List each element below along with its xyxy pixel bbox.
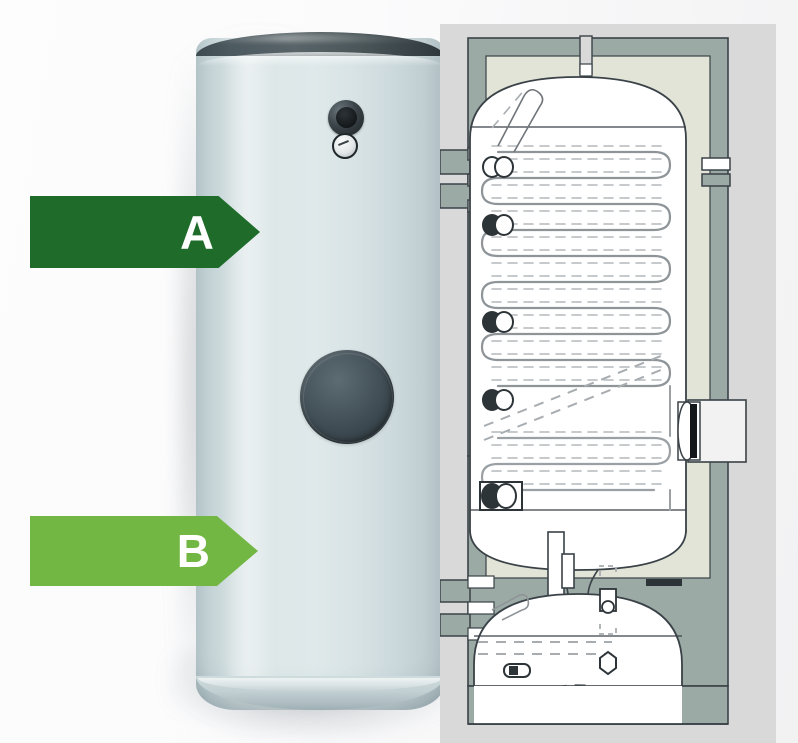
product-photo <box>168 30 440 738</box>
inspection-flange-ring <box>303 353 393 443</box>
cylinder-bottom-sheen <box>198 678 440 692</box>
lower-drain-port <box>503 663 531 678</box>
mid-sensor-pocket <box>482 311 514 333</box>
sensor-pockets <box>479 156 523 511</box>
energy-rating-b-label: B <box>176 525 210 577</box>
cylinder-top-rim <box>198 52 440 66</box>
mid-upper-sensor-pocket <box>482 214 514 236</box>
energy-rating-a-label: A <box>180 205 214 259</box>
anode-sleeve <box>599 565 617 635</box>
cylinder-highlight <box>222 44 274 694</box>
technical-cross-section-panel <box>440 24 776 743</box>
upper-sensor-pocket <box>482 156 514 178</box>
right-pipe-connection <box>701 157 731 187</box>
lower-sensor-pocket <box>482 389 514 411</box>
anode-rod <box>497 88 544 153</box>
sensor-port-bore-icon <box>336 107 357 128</box>
energy-rating-badge-a: A <box>30 196 260 268</box>
energy-rating-badge-b: B <box>30 516 258 586</box>
jacket-base <box>467 685 729 725</box>
tank-neck <box>469 529 687 605</box>
bottom-sensor-pocket <box>479 481 523 511</box>
immersion-heater-flange <box>677 399 747 463</box>
temperature-gauge-icon <box>332 133 358 159</box>
hidden-detail-lines <box>483 87 667 441</box>
cylinder-lid-shine <box>205 34 435 42</box>
